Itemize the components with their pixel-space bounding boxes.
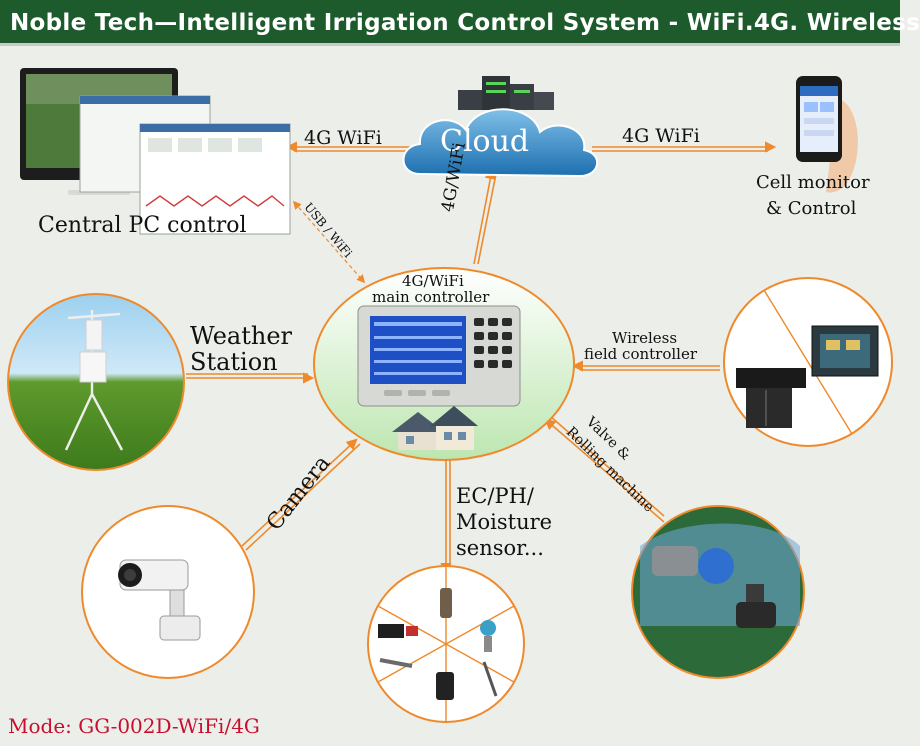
cell-label-line2: & Control xyxy=(766,198,857,219)
link-wireless-main xyxy=(571,360,720,372)
valve-node xyxy=(631,505,805,679)
valve-actuator-icon xyxy=(652,546,776,628)
cloud-node xyxy=(402,76,598,178)
software-screen xyxy=(79,95,291,235)
link-pc-main xyxy=(292,200,366,284)
server-rack-icon xyxy=(458,76,554,110)
system-diagram xyxy=(7,68,893,723)
link-label-cloud-cell: 4G WiFi xyxy=(622,125,700,147)
main-label-line1: 4G/WiFi xyxy=(402,272,464,290)
main-label-line2: main controller xyxy=(372,288,490,306)
wireless-controller-node xyxy=(723,277,893,447)
house-icon xyxy=(392,406,478,450)
link-label-pc-cloud: 4G WiFi xyxy=(304,127,382,149)
cell-label-line1: Cell monitor xyxy=(756,172,870,193)
pc-label: Central PC control xyxy=(38,213,247,238)
camera-node xyxy=(81,505,255,679)
link-cloud-cell xyxy=(592,141,777,153)
weather-label-line1: Weather xyxy=(190,322,292,350)
link-pc-cloud xyxy=(285,141,410,153)
sensor-label-line3: sensor... xyxy=(456,536,544,560)
link-main-cloud xyxy=(473,167,497,265)
central-pc-node xyxy=(20,68,291,235)
link-weather-main xyxy=(186,372,315,384)
main-controller-node xyxy=(313,267,575,461)
solar-controller-icon xyxy=(736,368,806,428)
sensor-label-line1: EC/PH/ xyxy=(456,484,534,508)
controller-device xyxy=(357,305,521,407)
wireless-label-line1: Wireless xyxy=(612,329,678,347)
weather-station-node xyxy=(7,293,185,471)
wireless-label-line2: field controller xyxy=(584,345,698,363)
link-camera-main xyxy=(241,438,361,551)
sensor-node xyxy=(367,565,525,723)
valve-box-icon xyxy=(811,325,879,377)
model-label: Mode: GG-002D-WiFi/4G xyxy=(8,714,260,738)
cloud-label: Cloud xyxy=(440,124,530,159)
link-sensor-main xyxy=(440,458,452,575)
cloud-icon xyxy=(402,108,598,178)
security-camera-icon xyxy=(118,559,201,641)
cell-phone-node xyxy=(796,76,858,193)
sensor-icons xyxy=(378,588,498,700)
link-valve-main xyxy=(544,415,665,523)
page-title: Noble Tech—Intelligent Irrigation Contro… xyxy=(10,10,920,36)
sensor-label-line2: Moisture xyxy=(456,510,553,534)
weather-label-line2: Station xyxy=(190,348,278,376)
title-bar: Noble Tech—Intelligent Irrigation Contro… xyxy=(0,0,920,46)
